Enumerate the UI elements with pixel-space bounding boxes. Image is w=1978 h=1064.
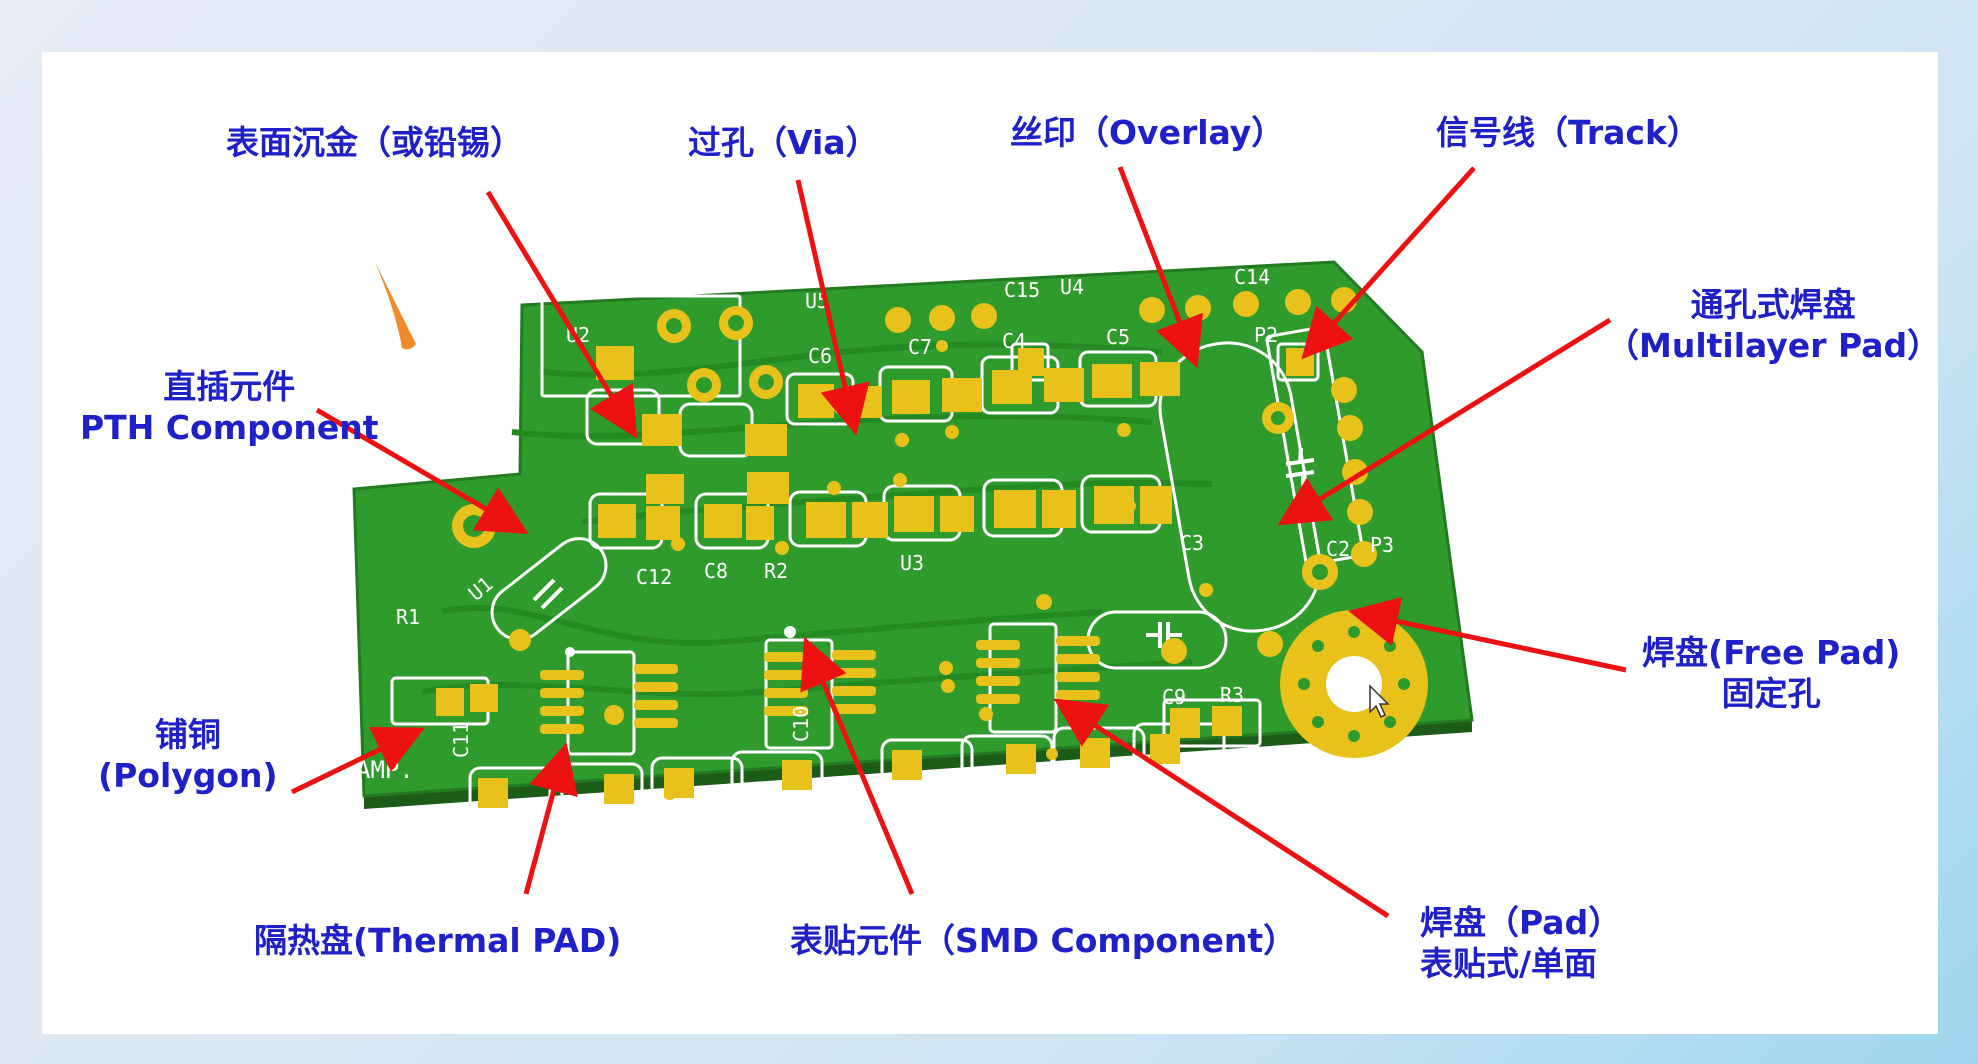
arrow-surface-finish [485,190,638,439]
pcb-illustration: U2 U5 C15 U4 C14 C6 C7 C4 C5 P2 C12 C8 R… [290,166,1627,919]
label-free-pad: 焊盘(Free Pad) 固定孔 [1642,632,1900,715]
label-pth-line2: PTH Component [80,408,379,448]
label-thermal-pad: 隔热盘(Thermal PAD) [254,920,621,961]
ref-c15: C15 [1004,278,1040,302]
label-surface-finish-text: 表面沉金（或铅锡） [226,123,523,162]
label-via: 过孔（Via） [688,122,879,163]
label-smd-component-text: 表贴元件（SMD Component） [790,921,1297,960]
label-pad-line1: 焊盘（Pad） [1420,903,1622,942]
ref-p3: P3 [1370,533,1394,557]
ref-p2: P2 [1254,323,1278,347]
arrow-pad [1053,698,1390,919]
arrow-via [795,179,870,436]
label-free-pad-line2: 固定孔 [1721,674,1821,714]
ref-c3: C3 [1180,531,1204,555]
label-pad: 焊盘（Pad） 表贴式/单面 [1420,902,1621,985]
ref-c10: C10 [789,706,813,742]
label-pth-component: 直插元件 PTH Component [80,366,379,449]
ref-c7: C7 [908,335,932,359]
label-overlay-text: 丝印（Overlay） [1010,113,1285,152]
ref-c5: C5 [1106,325,1130,349]
ref-c6: C6 [808,344,832,368]
arrow-polygon [290,726,426,795]
ref-u3: U3 [900,551,924,575]
ref-c4: C4 [1002,329,1026,353]
label-track-text: 信号线（Track） [1436,113,1700,152]
arrow-pth [315,407,529,535]
silkscreen-cap-symbols [532,447,1315,648]
arrow-thermal-pad [523,742,578,895]
ref-c8: C8 [704,559,728,583]
ref-c12: C12 [636,565,672,589]
ref-r3: R3 [1220,683,1244,707]
label-polygon-line2: (Polygon) [98,756,278,796]
free-pad-mounting-hole [1280,610,1428,758]
arrow-overlay [1117,166,1203,369]
label-multilayer-pad: 通孔式焊盘 （Multilayer Pad） [1606,284,1940,367]
mouse-cursor-icon [1369,684,1390,719]
vias [664,340,1213,800]
label-overlay: 丝印（Overlay） [1010,112,1284,153]
label-free-pad-line1: 焊盘(Free Pad) [1642,633,1901,672]
decoration-flame [375,262,416,350]
ref-u4: U4 [1060,275,1084,299]
label-smd-component: 表贴元件（SMD Component） [790,920,1296,961]
ref-c11: C11 [449,722,473,758]
label-multilayer-pad-line1: 通孔式焊盘 [1690,285,1856,324]
label-polygon-line1: 铺铜 [154,715,221,754]
label-multilayer-pad-line2: （Multilayer Pad） [1606,326,1941,366]
label-via-text: 过孔（Via） [688,123,879,162]
label-surface-finish: 表面沉金（或铅锡） [226,122,523,163]
arrow-free-pad [1348,596,1627,673]
ref-r2: R2 [764,559,788,583]
pointer-arrows [290,166,1627,919]
label-track: 信号线（Track） [1436,112,1700,153]
arrow-multilayer-pad [1277,317,1612,526]
label-pad-line2: 表贴式/单面 [1420,944,1598,984]
label-polygon: 铺铜 (Polygon) [98,714,278,797]
label-thermal-pad-text: 隔热盘(Thermal PAD) [254,921,622,960]
pin1-dot [784,626,796,638]
ref-amp: AMP. [356,756,414,784]
ref-c14: C14 [1234,265,1270,289]
ref-c2: C2 [1326,537,1350,561]
ref-c9: C9 [1162,685,1186,709]
arrow-track [1301,166,1476,360]
ref-r1: R1 [396,605,420,629]
label-pth-line1: 直插元件 [163,367,296,406]
arrow-smd [800,636,915,895]
slide-canvas: U2 U5 C15 U4 C14 C6 C7 C4 C5 P2 C12 C8 R… [42,52,1940,1034]
